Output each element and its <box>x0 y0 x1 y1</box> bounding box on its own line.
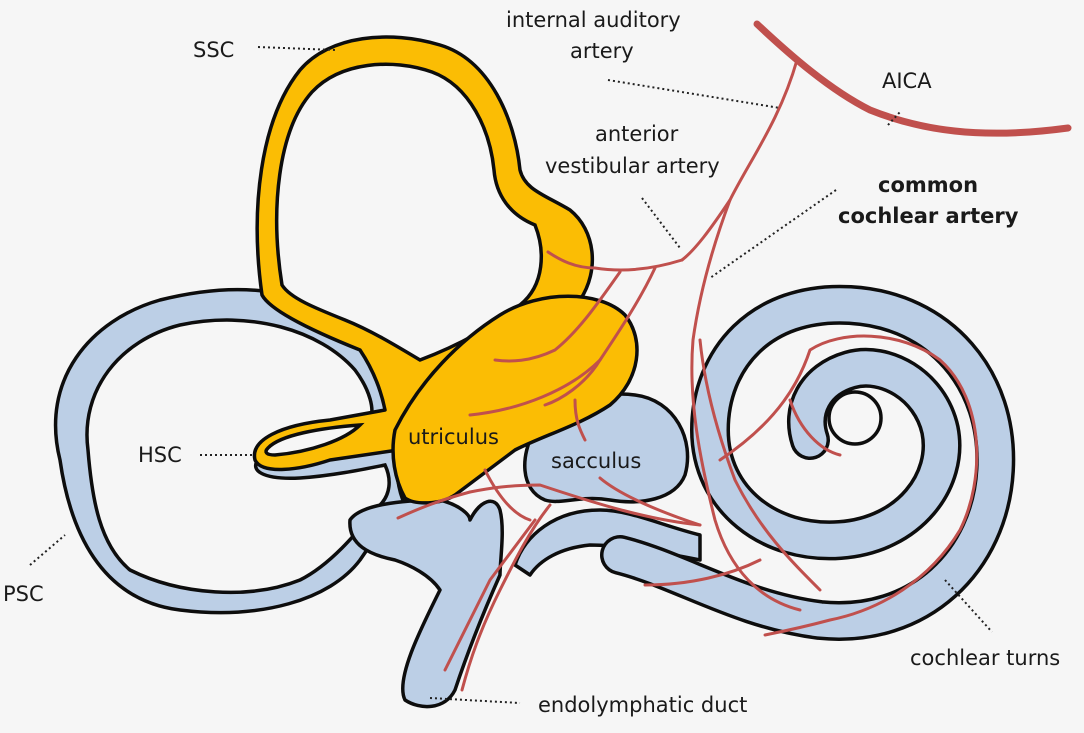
label-internal-auditory-artery-line1: internal auditory <box>506 8 681 32</box>
label-anterior-vestibular-artery-line2: vestibular artery <box>545 154 720 178</box>
label-sacculus: sacculus <box>551 449 641 473</box>
label-cochlear-turns: cochlear turns <box>910 646 1060 670</box>
anterior-vestibular-artery <box>468 250 684 442</box>
label-common-cochlear-artery-line2: cochlear artery <box>838 204 1019 228</box>
label-common-cochlear-artery-line1: common <box>878 173 978 197</box>
aica-artery <box>753 20 1072 137</box>
label-psc: PSC <box>3 582 44 606</box>
endolymphatic-duct-shape <box>348 498 504 709</box>
label-internal-auditory-artery-line2: artery <box>570 39 634 63</box>
label-hsc: HSC <box>138 443 182 467</box>
label-aica: AICA <box>882 69 932 93</box>
utriculus-shape <box>391 294 639 505</box>
leader-lines <box>29 46 993 704</box>
label-anterior-vestibular-artery-line1: anterior <box>595 122 679 146</box>
label-endolymphatic-duct: endolymphatic duct <box>538 693 747 717</box>
internal-auditory-artery <box>680 58 802 612</box>
label-ssc: SSC <box>193 38 234 62</box>
label-utriculus: utriculus <box>408 425 499 449</box>
cochlea <box>600 284 1016 641</box>
posterior-semicircular-canal <box>53 287 422 615</box>
common-cochlear-artery <box>396 334 979 692</box>
